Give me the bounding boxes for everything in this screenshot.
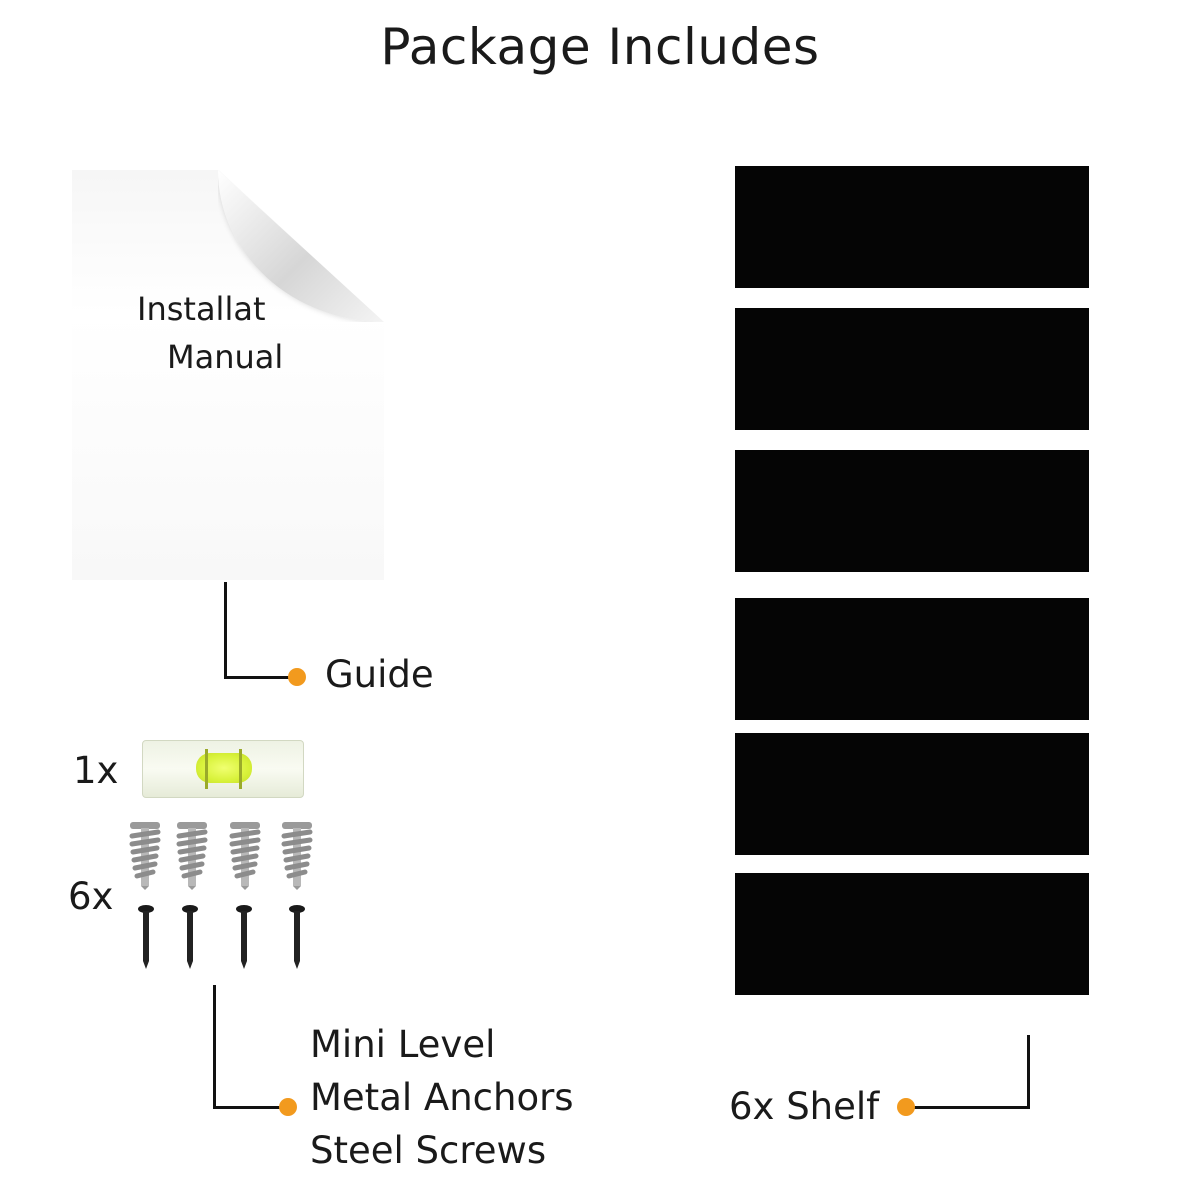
screw-icon	[236, 905, 252, 969]
hardware-quantity: 6x	[68, 875, 114, 918]
level-icon	[142, 740, 304, 798]
screw-icon	[182, 905, 198, 969]
level-mark-right	[239, 749, 242, 789]
shelf-dot	[897, 1098, 915, 1116]
level-quantity: 1x	[73, 749, 119, 792]
shelf-3	[735, 450, 1089, 572]
screw-icon	[289, 905, 305, 969]
shelf-leader-horizontal	[908, 1106, 1030, 1109]
shelf-leader-vertical	[1027, 1035, 1030, 1109]
guide-leader-vertical	[224, 582, 227, 678]
shelf-1	[735, 166, 1089, 288]
page-title: Package Includes	[380, 18, 820, 76]
screw-icon	[138, 905, 154, 969]
hardware-leader-horizontal	[213, 1106, 285, 1109]
hardware-item-mini-level: Mini Level	[310, 1023, 496, 1066]
hardware-dot	[279, 1098, 297, 1116]
hardware-item-steel-screws: Steel Screws	[310, 1129, 547, 1172]
guide-label: Guide	[325, 653, 434, 696]
shelf-label: 6x Shelf	[729, 1085, 880, 1128]
wall-anchor-icon	[176, 822, 208, 890]
manual-title-line2: Manual	[167, 338, 284, 376]
guide-dot	[288, 668, 306, 686]
hardware-leader-vertical	[213, 985, 216, 1109]
hardware-item-metal-anchors: Metal Anchors	[310, 1076, 574, 1119]
wall-anchor-icon	[229, 822, 261, 890]
manual-title-line1: Installat	[137, 290, 266, 328]
shelf-4	[735, 598, 1089, 720]
wall-anchor-icon	[281, 822, 313, 890]
level-mark-left	[205, 749, 208, 789]
shelf-6	[735, 873, 1089, 995]
shelf-5	[735, 733, 1089, 855]
shelf-2	[735, 308, 1089, 430]
wall-anchor-icon	[129, 822, 161, 890]
guide-leader-horizontal	[224, 676, 296, 679]
